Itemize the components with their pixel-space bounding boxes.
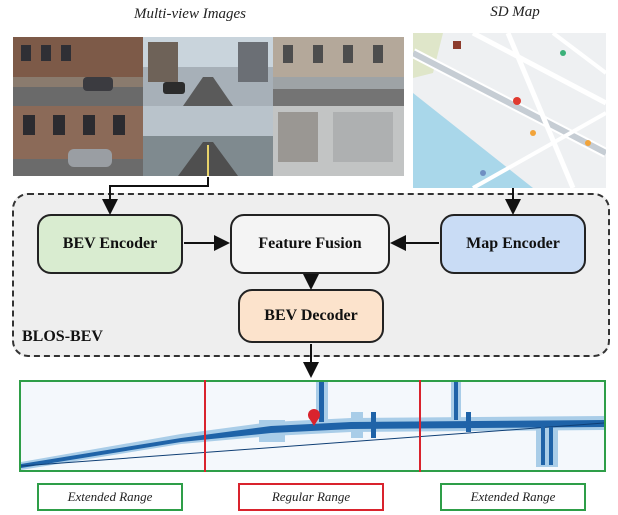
- camera-front-left-image: [13, 37, 143, 106]
- multi-view-images: [13, 37, 404, 176]
- bev-decoder-box: BEV Decoder: [238, 289, 384, 343]
- regular-range-label: Regular Range: [238, 483, 384, 511]
- images-to-bev-encoder-arrow: [102, 177, 209, 215]
- regular-range-right-line: [419, 380, 421, 472]
- bev-output-map: [19, 380, 606, 472]
- blos-bev-label: BLOS-BEV: [22, 328, 103, 345]
- sd-map-title: SD Map: [490, 4, 540, 20]
- extended-range-right-label: Extended Range: [440, 483, 586, 511]
- camera-back-image: [143, 106, 273, 176]
- regular-range-left-line: [204, 380, 206, 472]
- multi-view-images-title: Multi-view Images: [133, 6, 247, 22]
- camera-front-image: [143, 37, 273, 106]
- camera-back-right-image: [273, 106, 404, 176]
- bev-encoder-box: BEV Encoder: [37, 214, 183, 274]
- map-encoder-box: Map Encoder: [440, 214, 586, 274]
- camera-front-right-image: [273, 37, 404, 106]
- camera-back-left-image: [13, 106, 143, 176]
- extended-range-left-label: Extended Range: [37, 483, 183, 511]
- sd-map-image: [410, 30, 609, 190]
- feature-fusion-box: Feature Fusion: [230, 214, 390, 274]
